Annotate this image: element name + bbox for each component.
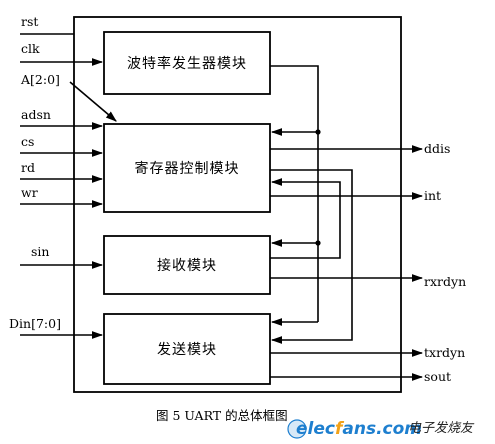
figure-caption: 图 5 UART 的总体框图 [156,408,288,423]
baud-rate-generator-block [103,31,271,95]
wr-label: wr [21,185,38,200]
baud-block-label: 波特率发生器模块 [127,55,247,72]
sin-label: sin [31,244,49,259]
receiver-to-register-line [270,178,341,259]
rxrdyn-label: rxrdyn [424,274,466,289]
receiver-block [103,235,271,295]
ddis-label: ddis [424,141,450,156]
clk-label: clk [21,41,40,56]
baud-clock-bus [270,65,319,322]
receiver-block-label: 接收模块 [157,257,217,274]
addr-line [69,81,117,122]
svg-text:elecfans.com: elecfans.com [296,419,422,439]
watermark-logo: elecfans.com 电子发烧友 [287,419,475,439]
watermark-cn: 电子发烧友 [408,421,475,436]
junction-dot [315,129,321,135]
cs-label: cs [21,134,34,149]
int-label: int [424,188,441,203]
register-to-transmitter-line [270,169,353,344]
adsn-label: adsn [21,107,51,122]
rst-label: rst [21,14,38,29]
transmitter-block [103,313,271,385]
register-control-block [103,123,271,213]
txrdyn-label: txrdyn [424,345,465,360]
addr-label: A[2:0] [20,72,60,87]
junction-dot [315,240,321,246]
sout-label: sout [424,369,451,384]
register-block-label: 寄存器控制模块 [135,160,240,177]
rd-label: rd [21,160,35,175]
transmitter-block-label: 发送模块 [157,342,217,358]
din-label: Din[7:0] [9,316,61,331]
